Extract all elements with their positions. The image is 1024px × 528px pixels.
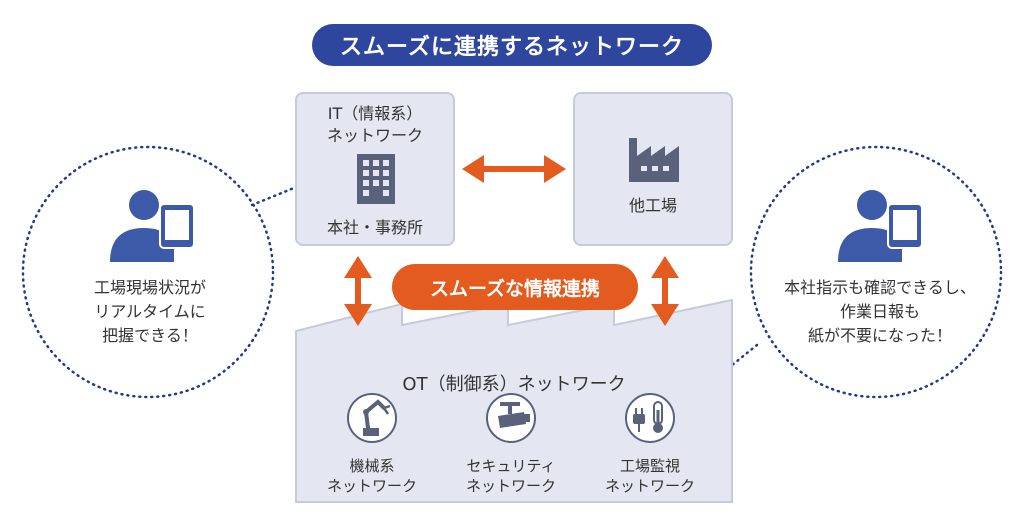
other-factory-caption: 他工場 [628,196,677,215]
right-bubble-line2: 作業日報も [839,302,920,321]
security-camera-icon [486,393,536,443]
factory-icon [629,138,679,182]
ot-item-monitoring-label: 工場監視 ネットワーク [580,456,720,496]
other-factory-box: 他工場 [573,92,733,246]
ot-item-machine-label: 機械系 ネットワーク [302,456,442,496]
left-bubble-line3: 把握できる！ [102,326,198,345]
left-bubble-line1: 工場現場状況が [93,278,206,297]
thermometer-plug-icon [625,393,675,443]
info-link-pill: スムーズな情報連携 [392,264,638,310]
ot-item-security-line2: ネットワーク [465,477,556,495]
ot-item-security-label: セキュリティ ネットワーク [441,456,581,496]
left-bubble [21,145,275,399]
person-tablet-icon [110,190,195,262]
ot-item-security-line1: セキュリティ [466,457,556,475]
diagram-title: スムーズに連携するネットワーク [312,24,712,66]
ot-network-title: OT（制御系）ネットワーク [402,374,626,395]
it-box-caption: 本社・事務所 [326,218,423,237]
office-building-icon [357,154,395,204]
right-bubble-text: 本社指示も確認できるし、 作業日報も 紙が不要になった！ [760,276,1000,348]
it-box-title-line2: ネットワーク [326,126,423,145]
ot-item-monitoring-line2: ネットワーク [604,477,695,495]
left-bubble-text: 工場現場状況が リアルタイムに 把握できる！ [50,276,250,348]
horizontal-double-arrow [462,155,566,183]
right-bubble-line3: 紙が不要になった！ [807,326,952,345]
ot-item-monitoring-line1: 工場監視 [619,457,680,475]
left-bubble-line2: リアルタイムに [94,302,206,321]
left-vertical-double-arrow [344,256,372,326]
it-box-title-line1: IT（情報系） [327,104,423,123]
right-bubble-line1: 本社指示も確認できるし、 [784,278,976,297]
robot-arm-icon [347,393,397,443]
ot-item-machine-line1: 機械系 [349,457,395,475]
ot-item-machine-line2: ネットワーク [326,477,417,495]
right-bubble [749,145,1003,399]
it-network-box: IT（情報系） ネットワーク 本社・事務所 [295,92,455,246]
person-tablet-icon [838,190,923,262]
right-vertical-double-arrow [651,256,679,326]
